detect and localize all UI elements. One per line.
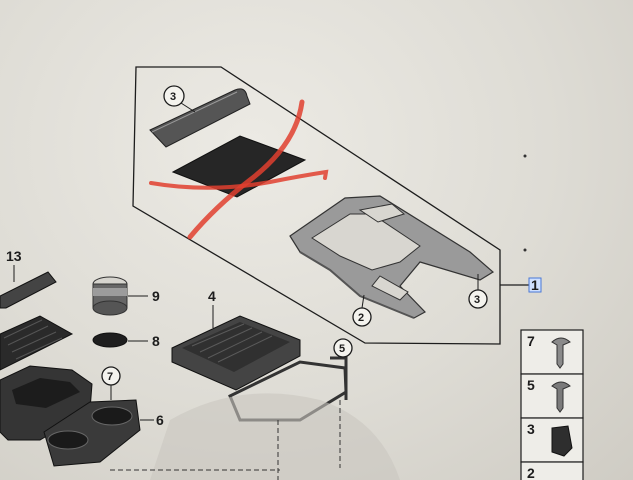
fastener-3[interactable] — [520, 417, 584, 463]
red-strike-mark-1 — [187, 99, 305, 240]
callout-2-label: 2 — [358, 312, 364, 324]
red-strike-mark-2 — [149, 169, 329, 190]
fastener-3-label: 3 — [527, 421, 535, 437]
part-13-label: 13 — [6, 248, 22, 264]
part-9-label: 9 — [152, 288, 160, 304]
part-6-label: 6 — [156, 412, 164, 428]
fastener-2[interactable] — [520, 461, 584, 480]
fastener-panel: 7 5 3 2 — [520, 329, 584, 480]
fastener-2-label: 2 — [527, 465, 535, 480]
cupholder-insert-part — [92, 276, 128, 316]
rubber-mat-part — [92, 332, 128, 348]
center-tray-part — [171, 315, 301, 391]
fastener-5-label: 5 — [527, 377, 535, 393]
callout-circle-3-top — [163, 85, 185, 107]
part-1-label: 1 — [531, 277, 539, 293]
callout-3-top-label: 3 — [170, 91, 176, 103]
assembly-outline — [132, 66, 501, 345]
part-8-label: 8 — [152, 333, 160, 349]
fastener-7-label: 7 — [527, 333, 535, 349]
part-4-label: 4 — [208, 288, 216, 304]
cover-strip-part — [149, 88, 251, 148]
part-13-strip — [0, 271, 57, 309]
callout-3-right-label: 3 — [474, 294, 480, 306]
callout-5-label: 5 — [339, 343, 345, 355]
console-trim-part — [289, 195, 495, 319]
part-13-mat — [0, 315, 74, 371]
callout-7-label: 7 — [107, 371, 113, 383]
part-1-selection-box[interactable] — [528, 277, 542, 293]
callout-circle-5 — [333, 338, 353, 358]
console-body-faint — [150, 393, 400, 480]
cupholder-assembly-part — [43, 399, 141, 467]
